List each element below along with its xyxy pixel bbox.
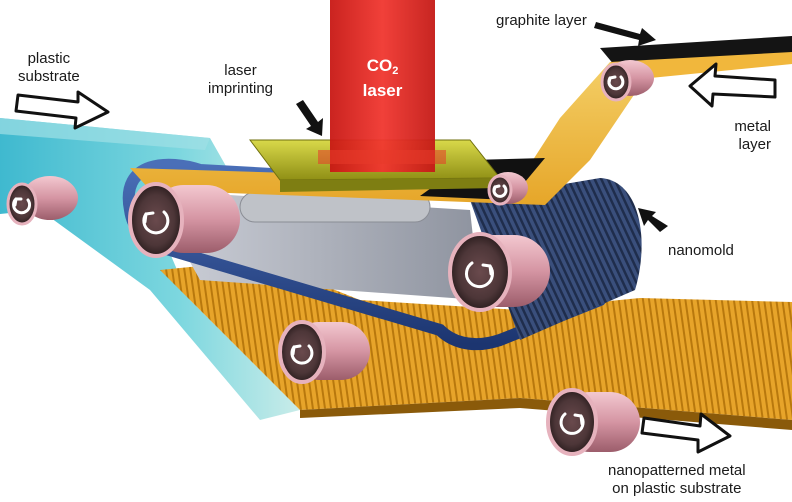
hollow-arrow-icon <box>688 62 777 108</box>
metal-layer-strip <box>610 52 792 80</box>
co2-laser-label: CO2 laser <box>330 56 435 101</box>
laser-word: laser <box>362 81 403 100</box>
roller-center-large <box>448 232 550 312</box>
label-line: laser <box>224 62 257 79</box>
roller-bottom <box>278 320 370 384</box>
roller-output <box>546 388 640 456</box>
label-line: metal <box>734 118 771 135</box>
co2-laser-beam <box>330 0 435 172</box>
co2-subscript: 2 <box>392 65 399 77</box>
label-line: on plastic substrate <box>612 480 742 497</box>
rotation-arrow-icon <box>290 344 314 365</box>
rotation-arrow-icon <box>465 261 494 289</box>
rotation-arrow-icon <box>142 210 170 235</box>
rotation-arrow-icon <box>559 412 585 435</box>
plastic-substrate-label: plastic substrate <box>18 50 80 86</box>
metal-layer-label: metal layer <box>715 118 771 154</box>
label-line: plastic <box>27 50 71 67</box>
laser-imprinting-label: laser imprinting <box>208 62 273 98</box>
nanomold-label: nanomold <box>668 242 734 259</box>
hollow-arrow-icon <box>14 90 110 130</box>
roller-left-large <box>128 182 240 258</box>
rotation-arrow-icon <box>492 184 508 198</box>
pointer-arrow-icon <box>296 100 323 136</box>
label-line: imprinting <box>208 80 274 97</box>
pointer-arrow-icon <box>638 208 668 232</box>
graphite-layer-label: graphite layer <box>496 12 587 29</box>
hollow-arrow-icon <box>640 412 732 454</box>
label-line: nanopatterned metal <box>608 462 746 479</box>
label-line: substrate <box>18 68 80 85</box>
co2-text: CO <box>366 56 393 75</box>
rotation-arrow-icon <box>607 75 625 91</box>
output-label: nanopatterned metal on plastic substrate <box>608 462 746 498</box>
pointer-arrow-icon <box>594 22 656 46</box>
label-line: layer <box>738 136 771 153</box>
roller-left-small <box>6 176 78 226</box>
rotation-arrow-icon <box>12 197 32 215</box>
